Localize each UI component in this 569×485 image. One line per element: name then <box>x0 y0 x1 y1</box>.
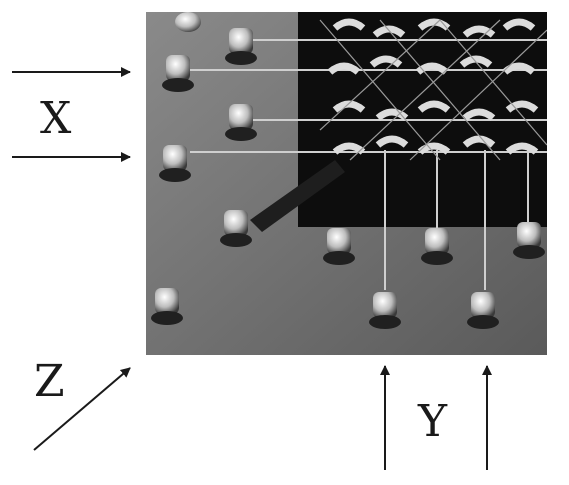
core-memory-plane-photo <box>146 12 547 355</box>
x-arrows <box>12 67 131 162</box>
y-axis-label: Y <box>418 396 448 447</box>
y-wires <box>384 150 529 290</box>
diagonal-wire <box>250 160 345 232</box>
ferrite-cores <box>327 18 539 155</box>
sense-wires <box>319 19 547 161</box>
z-arrow <box>33 367 131 451</box>
z-axis-label: Z <box>34 356 65 407</box>
z-arrow-group <box>33 367 131 451</box>
y-arrows <box>380 365 492 470</box>
x-wires <box>190 39 547 153</box>
terminal-pins <box>151 12 545 329</box>
x-axis-label: X <box>40 93 72 144</box>
